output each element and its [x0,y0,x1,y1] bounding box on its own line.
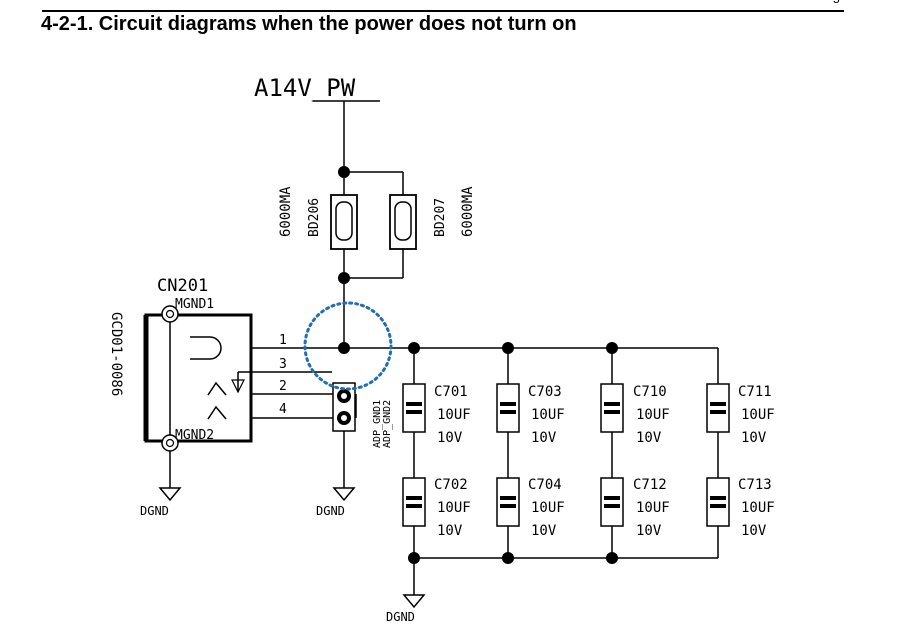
mount-hole-bottom [161,434,179,452]
cap-ref-label: C702 [434,477,468,493]
cap-voltage-label: 10V [437,430,463,446]
pin-3-label: 3 [279,357,287,372]
cap-value-label: 10UF [741,500,775,516]
fuse-bd206 [330,194,358,250]
cap-voltage-label: 10V [636,430,662,446]
cap-value-label: 10UF [636,407,670,423]
cap-voltage-label: 10V [531,430,557,446]
cap-ref-label: C711 [738,384,772,400]
cap-ref-label: C713 [738,477,772,493]
power-rail-label: A14V_PW [254,74,356,102]
capacitor-c713 [706,477,730,527]
cap-ref-label: C701 [434,384,468,400]
mount-label-bottom: MGND2 [175,428,214,443]
cap-voltage-label: 10V [636,523,662,539]
cap-value-label: 10UF [741,407,775,423]
adp-gnd1-label: ADP_GND1 [372,400,383,448]
cap-value-label: 10UF [437,407,471,423]
cap-ref-label: C703 [528,384,562,400]
cap-ref-label: C704 [528,477,562,493]
capacitor-c703 [496,383,520,433]
capacitor-c710 [600,383,624,433]
page-title: 4-2-1. Circuit diagrams when the power d… [41,13,577,35]
capacitor-c702 [402,477,426,527]
ground-symbols [158,487,426,609]
capacitor-c711 [706,383,730,433]
cap-voltage-label: 10V [437,523,463,539]
cap-ref-label: C710 [633,384,667,400]
header-rule [42,10,844,12]
mount-label-top: MGND1 [175,297,214,312]
adp-gnd2-label: ADP_GND2 [382,400,393,448]
ground-label: DGND [140,504,169,518]
cap-value-label: 10UF [636,500,670,516]
ground-label: DGND [386,610,415,624]
cap-voltage-label: 10V [741,430,767,446]
fuse-bd207-ref: BD207 [433,198,448,237]
fuse-bd207 [389,194,417,250]
pin-4-label: 4 [279,402,287,417]
cap-value-label: 10UF [437,500,471,516]
cap-ref-label: C712 [633,477,667,493]
cap-value-label: 10UF [531,500,565,516]
fuse-bd206-ref: BD206 [307,198,322,237]
cap-voltage-label: 10V [741,523,767,539]
capacitor-group [402,383,730,527]
cap-voltage-label: 10V [531,523,557,539]
connector-ref: CN201 [157,276,208,296]
capacitor-c712 [600,477,624,527]
connector-cn201-body [143,313,253,443]
capacitor-c701 [402,383,426,433]
pin-1-label: 1 [279,333,287,348]
pin-2-label: 2 [279,379,287,394]
mount-hole-top [161,305,179,323]
capacitor-c704 [496,477,520,527]
fuse-bd207-rating: 6000MA [460,186,476,237]
connector-part-number: GCD01-0086 [108,312,124,396]
junction-dots [338,166,618,564]
ground-label: DGND [316,504,345,518]
adp-gnd-pads [332,382,356,432]
fuse-bd206-rating: 6000MA [278,186,294,237]
page-number: 5 [833,0,840,6]
highlight-circle [303,301,393,391]
cap-value-label: 10UF [531,407,565,423]
